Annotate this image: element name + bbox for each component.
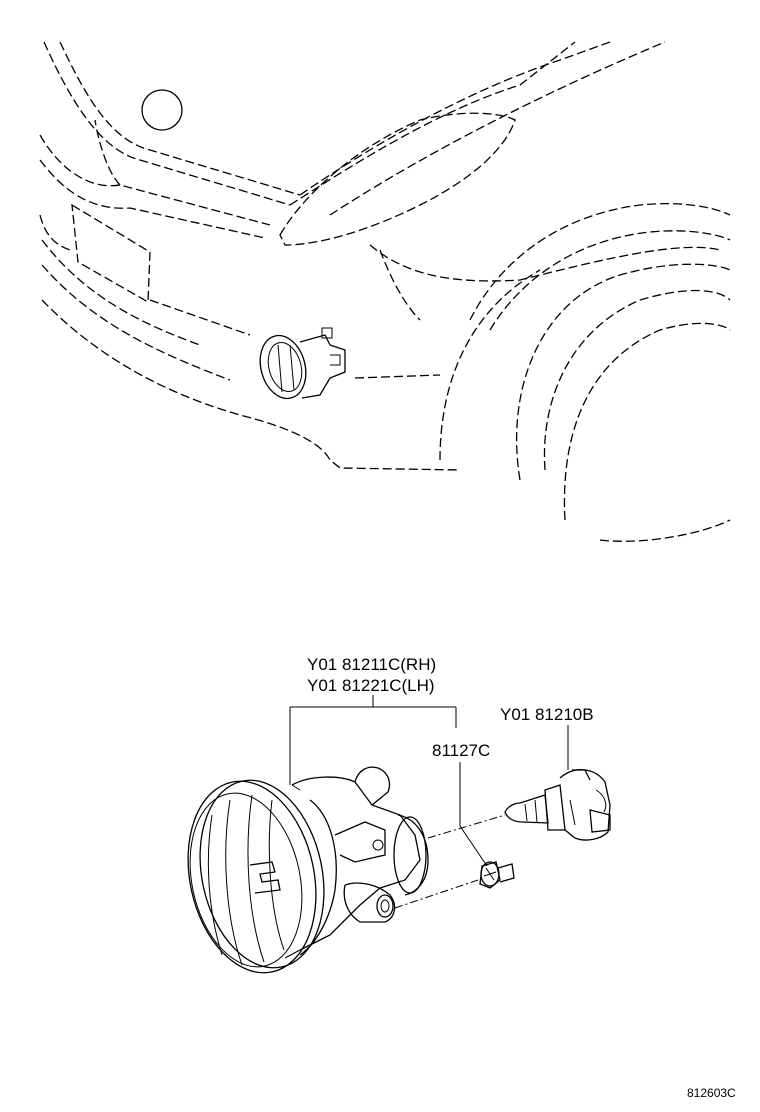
label-lamp-lh: Y01 81221C(LH)	[307, 676, 435, 695]
headlight-outline	[279, 112, 516, 246]
car-front-illustration	[39, 41, 731, 542]
figure-code: 812603C	[687, 1086, 736, 1100]
label-screw: 81127C	[432, 741, 490, 760]
tire-outline	[543, 289, 731, 471]
bulb-81210b	[504, 769, 611, 841]
fog-lamp-on-car	[259, 327, 346, 400]
fog-lamp-assembly	[187, 766, 429, 974]
lamp-housing	[291, 776, 421, 951]
leader-lines	[289, 695, 569, 909]
screw-81127c	[479, 861, 515, 889]
lamp-lens	[187, 780, 317, 974]
label-bulb: Y01 81210B	[500, 705, 594, 724]
emblem-circle	[141, 89, 183, 131]
label-lamp-rh: Y01 81211C(RH)	[307, 655, 436, 674]
license-plate	[71, 203, 151, 304]
